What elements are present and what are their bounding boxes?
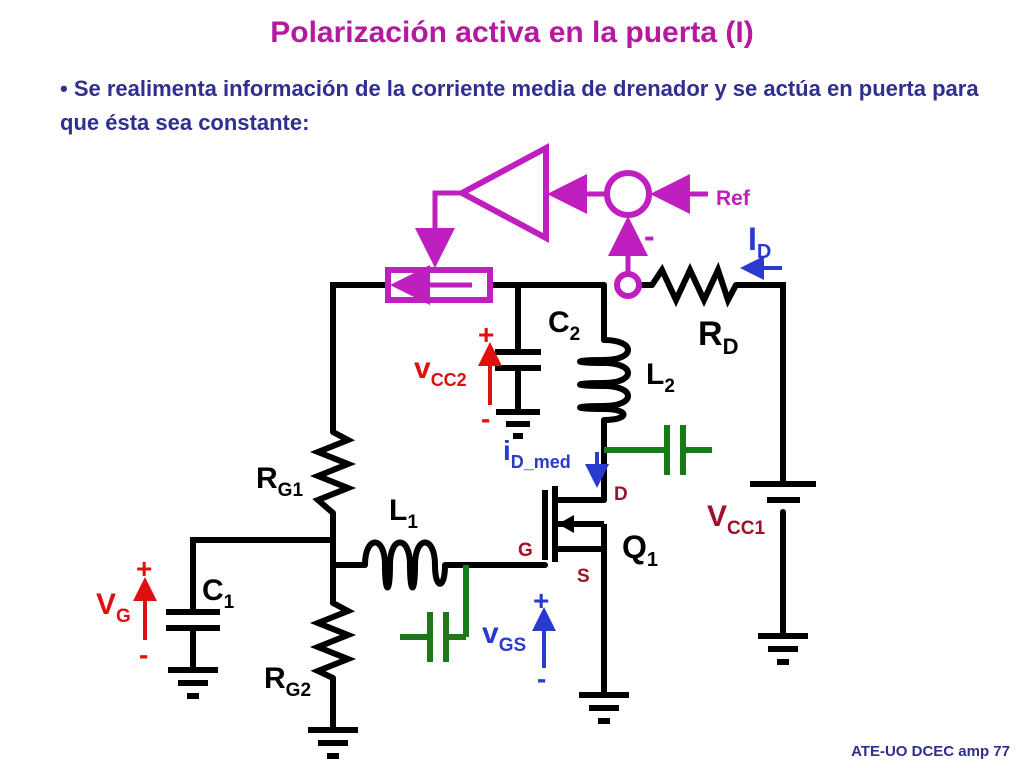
ground-c1 xyxy=(168,667,218,699)
ground-rg2 xyxy=(308,727,358,759)
label-vgs: vGS xyxy=(482,617,526,656)
current-sense-node xyxy=(614,271,642,299)
mosfet-q1-arrow xyxy=(558,515,574,533)
battery-vcc1 xyxy=(750,481,816,503)
decoupling-cap-gate xyxy=(400,565,469,662)
label-id: ID xyxy=(748,221,771,263)
decoupling-cap-drain xyxy=(604,425,712,475)
label-minus-feedback: - xyxy=(644,218,655,254)
label-c1: C1 xyxy=(202,574,235,613)
page-title: Polarización activa en la puerta (I) xyxy=(270,16,754,49)
label-vcc1: VCC1 xyxy=(707,500,765,539)
capacitor-c1 xyxy=(166,609,220,670)
inductor-l2 xyxy=(577,337,631,423)
summing-junction xyxy=(604,170,652,218)
label-vcc2: vCC2 xyxy=(414,352,467,390)
label-vcc2-minus: - xyxy=(481,403,490,434)
label-vcc2-plus: + xyxy=(478,319,494,350)
resistor-rg2 xyxy=(309,600,357,681)
error-amplifier xyxy=(455,142,549,244)
label-l1: L1 xyxy=(389,494,418,533)
label-rg2: RG2 xyxy=(264,662,311,701)
label-vgs-plus: + xyxy=(533,585,549,616)
label-l2: L2 xyxy=(646,358,675,397)
label-q1: Q1 xyxy=(622,529,658,571)
resistor-rg1 xyxy=(309,429,357,516)
footer-reference: ATE-UO DCEC amp 77 xyxy=(851,743,1010,760)
label-vgs-minus: - xyxy=(537,663,546,694)
label-ref: Ref xyxy=(716,187,751,210)
label-c2: C2 xyxy=(548,306,580,345)
resistor-rd xyxy=(649,261,739,308)
label-gate: G xyxy=(518,540,533,561)
ground-vcc1 xyxy=(758,633,808,665)
main-wiring xyxy=(190,282,786,733)
ground-c2 xyxy=(496,409,540,439)
label-idmed: iD_med xyxy=(503,435,571,472)
label-drain: D xyxy=(614,484,628,505)
label-vg-plus: + xyxy=(136,553,152,584)
bullet-text: • Se realimenta información de la corrie… xyxy=(60,76,979,135)
label-source: S xyxy=(577,566,590,587)
mosfet-q1 xyxy=(542,486,607,562)
capacitor-c2 xyxy=(495,349,541,412)
label-vg-minus: - xyxy=(139,639,148,670)
label-rd: RD xyxy=(698,315,738,359)
ground-source xyxy=(579,692,629,724)
label-vg: VG xyxy=(96,588,131,627)
label-rg1: RG1 xyxy=(256,462,303,501)
inductor-l1 xyxy=(362,539,448,591)
